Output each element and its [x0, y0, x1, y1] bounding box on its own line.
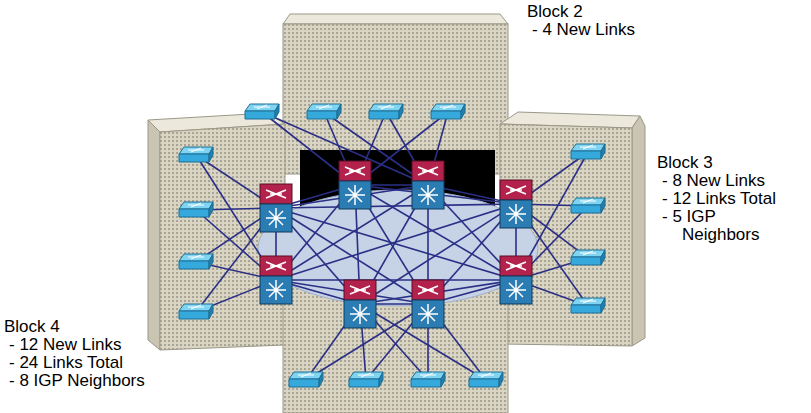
block-note: - 24 Links Total — [9, 354, 123, 372]
link-line — [262, 112, 428, 185]
core-cloud — [258, 190, 538, 306]
block-note: - 8 New Links — [662, 172, 765, 190]
block-note: - 4 New Links — [532, 21, 635, 39]
core-switch — [412, 161, 444, 209]
access-switch — [289, 372, 323, 387]
core-switch — [500, 256, 532, 304]
access-switch — [571, 144, 605, 159]
block-note: - 5 IGP Neighbors — [662, 208, 764, 244]
access-switch — [369, 104, 403, 119]
access-switch — [469, 372, 503, 387]
access-switch — [571, 198, 605, 213]
block-note: - 12 Links Total — [662, 190, 776, 208]
core-switch — [344, 280, 376, 328]
access-switch — [349, 372, 383, 387]
block-title: Block 3 — [657, 154, 713, 172]
access-switch — [411, 372, 445, 387]
block-note: - 12 New Links — [9, 336, 121, 354]
core-switch — [260, 256, 292, 304]
access-switch — [245, 104, 279, 119]
access-switch — [179, 147, 213, 162]
block-note: - 8 IGP Neighbors — [9, 372, 145, 390]
link-line — [360, 204, 516, 304]
block-title: Block 4 — [4, 318, 60, 336]
access-switch — [571, 298, 605, 313]
access-switch — [179, 202, 213, 217]
link-line — [276, 204, 516, 280]
link-lines — [196, 112, 588, 380]
core-switch — [339, 161, 371, 209]
access-switch — [307, 104, 341, 119]
access-switch — [431, 104, 465, 119]
core-switch — [260, 184, 292, 232]
access-switch — [571, 250, 605, 265]
core-switch — [500, 180, 532, 228]
switch-icons — [179, 104, 605, 387]
core-switch — [412, 280, 444, 328]
access-switch — [179, 304, 213, 319]
link-line — [276, 204, 516, 208]
block-title: Block 2 — [527, 3, 583, 21]
access-switch — [179, 254, 213, 269]
